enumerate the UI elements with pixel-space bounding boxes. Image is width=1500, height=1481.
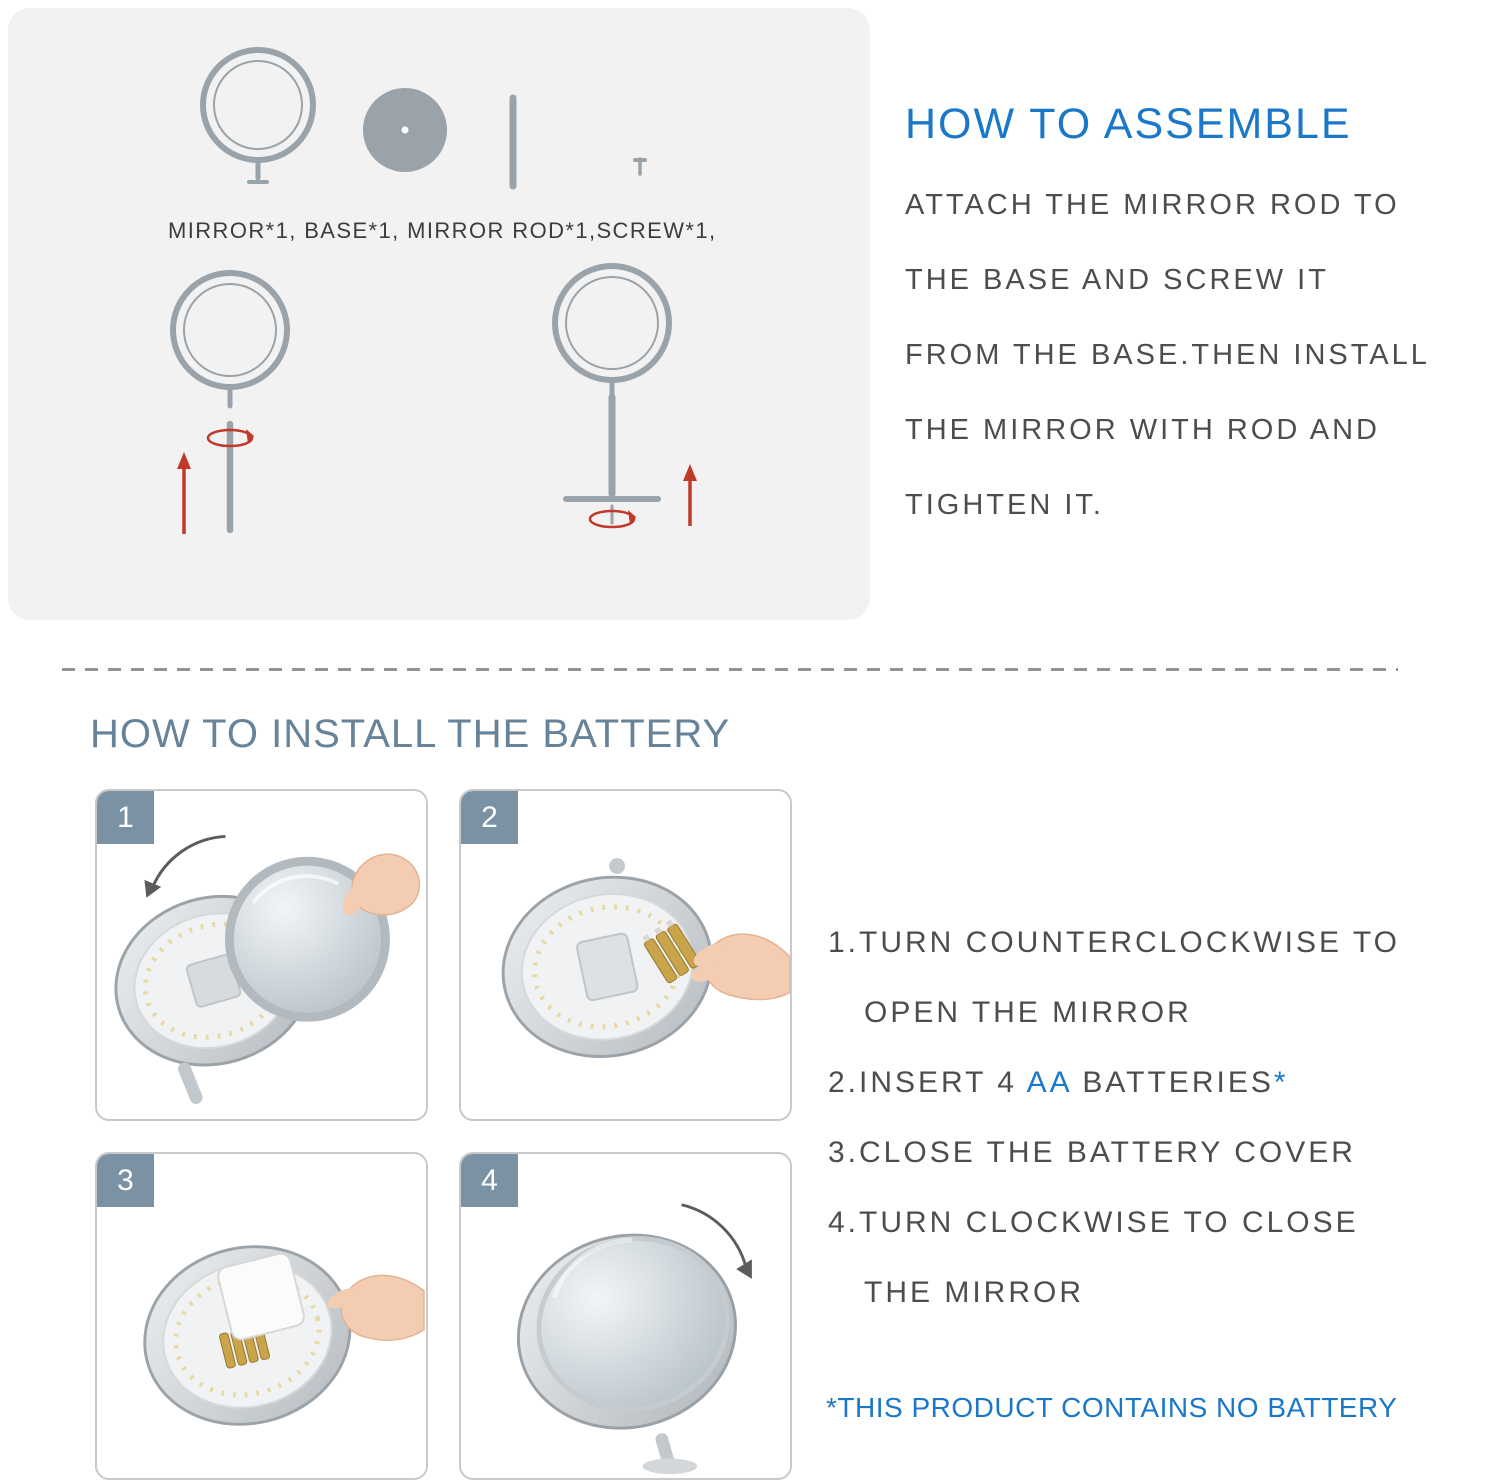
up-arrow-icon [683, 464, 697, 526]
hand [327, 1274, 425, 1341]
battery-instructions: 1.TURN COUNTERCLOCKWISE TO OPEN THE MIRR… [828, 908, 1400, 1328]
battery-step-panel-4: 4 [459, 1152, 792, 1480]
step-2-asterisk: * [1273, 1066, 1289, 1099]
step-number: 3 [117, 1163, 134, 1197]
assembly-diagram [170, 47, 697, 534]
battery-step-4-cont: THE MIRROR [864, 1276, 1084, 1309]
up-arrow-icon [177, 452, 191, 534]
battery-title: HOW TO INSTALL THE BATTERY [90, 712, 731, 756]
assembly-diagram-panel: MIRROR*1, BASE*1, MIRROR ROD*1,SCREW*1, [8, 8, 870, 620]
battery-step-panel-2: 2 [459, 789, 792, 1121]
mirror-stand [642, 1433, 698, 1475]
closed-mirror [516, 1233, 737, 1430]
battery-step-2: 2.INSERT 4 AA BATTERIES* [828, 1048, 1400, 1118]
clockwise-arrow-icon [681, 1203, 752, 1279]
step-2-prefix: 2.INSERT 4 [828, 1066, 1027, 1099]
battery-step-4: 4.TURN CLOCKWISE TO CLOSE [828, 1206, 1359, 1239]
step-number: 1 [117, 800, 134, 834]
mirror-stand [178, 1062, 203, 1105]
screw-icon [633, 157, 647, 176]
assemble-line-1: ATTACH THE MIRROR ROD TO [905, 189, 1400, 221]
step-number-badge: 1 [97, 791, 154, 844]
assembly-step-base-icon [552, 263, 697, 529]
battery-step-1-cont: OPEN THE MIRROR [864, 996, 1192, 1029]
panel-4-illustration [516, 1203, 752, 1475]
dashed-divider [62, 668, 1398, 671]
parts-list-label: MIRROR*1, BASE*1, MIRROR ROD*1,SCREW*1, [168, 218, 717, 243]
assemble-line-5: TIGHTEN IT. [905, 489, 1104, 521]
hand [342, 853, 421, 916]
hand [690, 933, 790, 1001]
assemble-title: HOW TO ASSEMBLE [905, 100, 1352, 148]
rotation-arrow-icon [206, 428, 254, 448]
step-number: 2 [481, 800, 498, 834]
battery-step-1: 1.TURN COUNTERCLOCKWISE TO [828, 926, 1400, 959]
base-icon [363, 88, 447, 172]
mirror-icon [200, 47, 316, 184]
assemble-instructions: ATTACH THE MIRROR ROD TO THE BASE AND SC… [905, 168, 1430, 543]
step-number: 4 [481, 1163, 498, 1197]
assembly-step-rod-icon [170, 270, 290, 534]
batteries [642, 919, 701, 984]
counterclockwise-arrow-icon [144, 834, 226, 898]
step-number-badge: 2 [461, 791, 518, 844]
panel-1-illustration [114, 834, 421, 1105]
battery-cover [217, 1252, 305, 1341]
step-2-suffix: BATTERIES [1071, 1066, 1274, 1099]
no-battery-footnote: *THIS PRODUCT CONTAINS NO BATTERY [826, 1392, 1398, 1423]
step-number-badge: 4 [461, 1154, 518, 1207]
rotation-arrow-icon [588, 509, 636, 529]
hinge-knob [609, 858, 626, 874]
battery-step-3: 3.CLOSE THE BATTERY COVER [828, 1136, 1356, 1169]
assemble-line-2: THE BASE AND SCREW IT [905, 264, 1329, 296]
assemble-line-3: FROM THE BASE.THEN INSTALL [905, 339, 1430, 371]
step-number-badge: 3 [97, 1154, 154, 1207]
panel-2-illustration [501, 858, 790, 1058]
panel-3-illustration [143, 1245, 425, 1426]
assemble-line-4: THE MIRROR WITH ROD AND [905, 414, 1380, 446]
step-2-aa-highlight: AA [1026, 1066, 1072, 1099]
battery-step-panel-3: 3 [95, 1152, 428, 1480]
battery-step-panel-1: 1 [95, 789, 428, 1121]
